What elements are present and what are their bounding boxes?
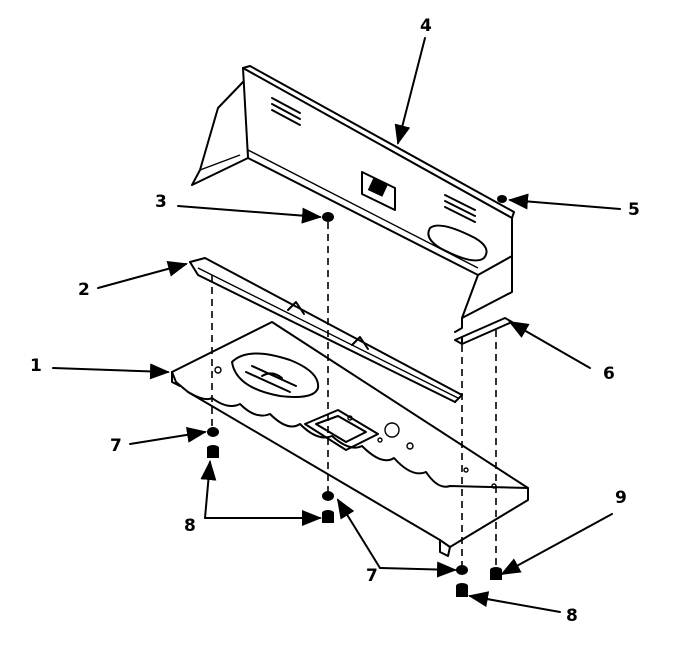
fasteners bbox=[207, 195, 507, 597]
callout-5: 5 bbox=[628, 200, 640, 220]
leader-lines bbox=[52, 37, 621, 613]
callout-9: 9 bbox=[615, 488, 627, 508]
callout-1: 1 bbox=[30, 356, 42, 376]
callout-7-bottom: 7 bbox=[366, 566, 378, 586]
base-tray-part bbox=[171, 321, 529, 557]
side-rail-part bbox=[454, 317, 513, 345]
alignment-lines bbox=[211, 222, 497, 570]
callout-7-left: 7 bbox=[110, 436, 122, 456]
callout-8-left: 8 bbox=[184, 516, 196, 536]
callout-8-bottom: 8 bbox=[566, 606, 578, 626]
bracket-part bbox=[189, 257, 463, 403]
callout-3: 3 bbox=[155, 192, 167, 212]
rear-panel-part bbox=[191, 65, 515, 333]
callout-4: 4 bbox=[420, 16, 432, 36]
callout-2: 2 bbox=[78, 280, 90, 300]
callout-6: 6 bbox=[603, 364, 615, 384]
